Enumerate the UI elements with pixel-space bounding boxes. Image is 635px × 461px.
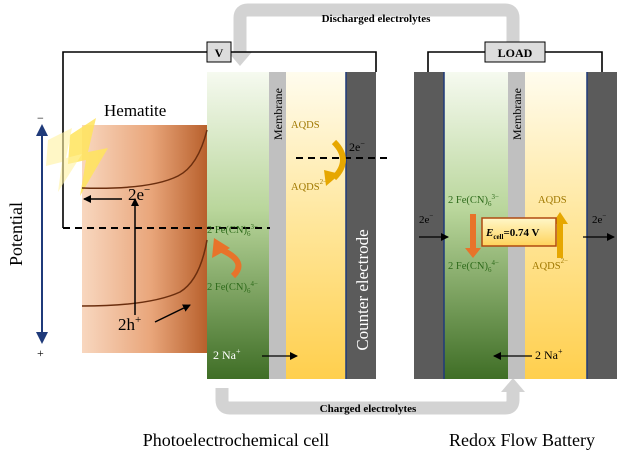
light-bolt-glow-icon [46, 128, 82, 192]
voltmeter-box [206, 41, 232, 63]
potential-axis-bottom-arrow [36, 332, 48, 344]
rfb-fe4-label: 2 Fe(CN)64− [448, 259, 499, 274]
pec-na-label: 2 Na+ [213, 347, 241, 362]
rfb-external-wire [427, 51, 485, 72]
rfb-ferri-arrow-shaft [470, 214, 476, 250]
rfb-left-electrode [414, 72, 444, 379]
pec-electrons-label: 2e− [128, 184, 150, 204]
pec-caption: Photoelectrochemical cell [143, 430, 329, 450]
pec-aqds-label: AQDS [291, 120, 320, 131]
pec-fe3-label: 2 Fe(CN)63− [207, 223, 258, 238]
potential-minus: − [37, 111, 44, 125]
light-bolt-icon [68, 118, 108, 196]
rfb-aqds-arrow-shaft [557, 222, 563, 258]
valence-band-curve [81, 239, 208, 307]
pec-membrane-label: Membrane [271, 88, 285, 140]
pec-membrane [269, 72, 286, 379]
hematite-label: Hematite [104, 101, 166, 120]
rfb-ferri-arrowhead [465, 248, 481, 258]
pec-anolyte-chamber [207, 72, 269, 379]
charged-tube [215, 388, 520, 415]
discharged-tube [233, 3, 520, 55]
hematite-block [82, 125, 207, 353]
voltmeter-label: V [215, 46, 224, 60]
potential-label: Potential [6, 202, 26, 266]
conduction-band-curve [81, 129, 208, 189]
pec-counter-electrode [346, 72, 376, 379]
pec-external-wire-right [231, 51, 377, 72]
pec-catholyte-chamber [286, 72, 346, 379]
ecell-label: Ecell=0.74 V [485, 227, 540, 241]
pec-holes-label: 2h+ [118, 314, 141, 334]
rfb-aqds2-label: AQDS2− [532, 257, 568, 272]
pec-aqds2-label: AQDS2− [291, 178, 327, 193]
load-box [484, 41, 546, 63]
hole-transfer-arrow [154, 304, 191, 323]
pec-aqds-arrowhead [324, 170, 340, 186]
rfb-caption: Redox Flow Battery [449, 430, 595, 450]
pec-fe4-label: 2 Fe(CN)64− [207, 280, 258, 295]
rfb-right-electrode [587, 72, 617, 379]
ecell-box [481, 217, 557, 247]
rfb-external-wire-right [545, 51, 603, 72]
rfb-right-electrons: 2e− [592, 212, 606, 226]
potential-plus: + [37, 346, 44, 360]
charged-arrowhead [501, 378, 525, 392]
rfb-na-label: 2 Na+ [535, 347, 563, 362]
potential-axis-top-arrow [36, 124, 48, 136]
pec-redox-curved-arrow [220, 247, 242, 279]
load-label: LOAD [498, 46, 533, 60]
pec-counter-electrons: 2e− [349, 139, 365, 154]
rfb-fe3-label: 2 Fe(CN)63− [448, 193, 499, 208]
counter-electrode-label: Counter electrode [353, 229, 372, 350]
discharged-arrowhead [228, 52, 252, 66]
charged-label: Charged electrolytes [320, 403, 417, 415]
rfb-membrane-label: Membrane [510, 88, 524, 140]
rfb-left-electrons: 2e− [419, 212, 433, 226]
pec-redox-arrowhead [212, 238, 230, 258]
discharged-label: Discharged electrolytes [322, 13, 432, 25]
rfb-aqds-label: AQDS [538, 195, 567, 206]
